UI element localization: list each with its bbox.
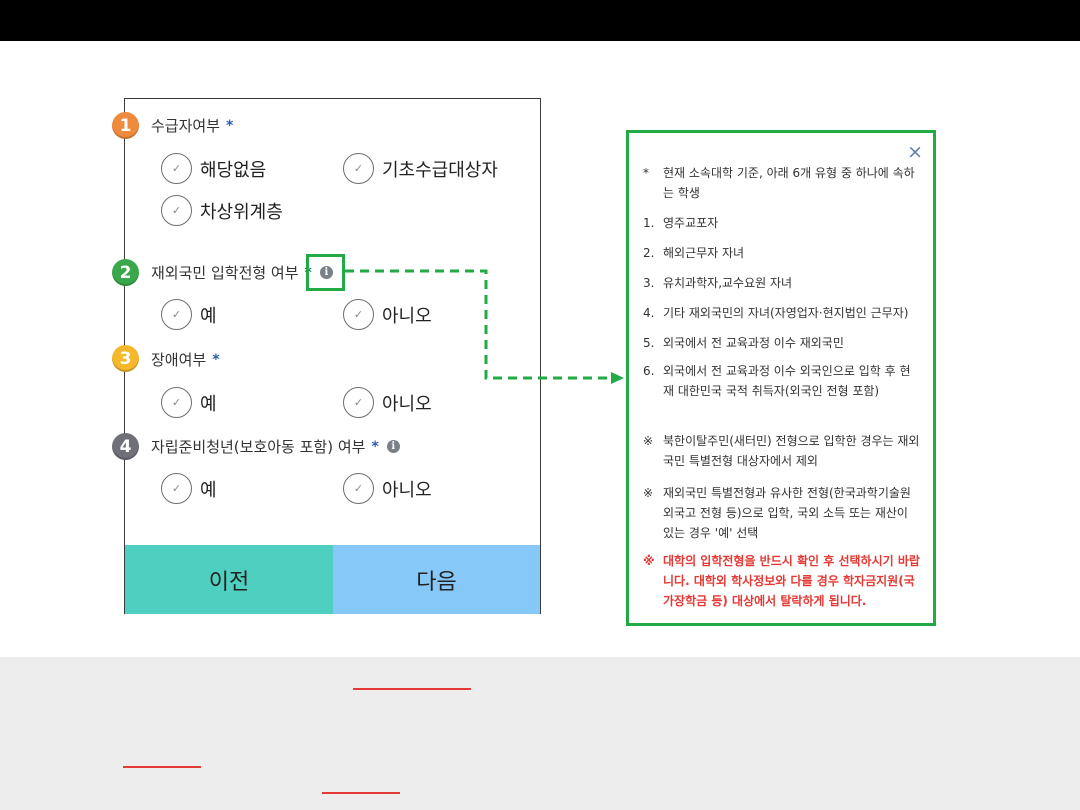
note-mark: 6. xyxy=(643,364,655,378)
info-note: * 현재 소속대학 기준, 아래 6개 유형 중 하나에 속하는 학생 xyxy=(643,163,921,203)
option-yes[interactable]: ✓ 예 xyxy=(161,473,217,504)
note-text: 대학의 입학전형을 반드시 확인 후 선택하시기 바랍니다. 대학외 학사정보와… xyxy=(663,554,920,608)
question-3-label: 장애여부 * xyxy=(151,349,220,370)
radio-check-icon[interactable]: ✓ xyxy=(343,473,374,504)
question-1-label: 수급자여부 * xyxy=(151,115,233,136)
question-1-badge: 1 xyxy=(112,112,139,139)
close-icon[interactable]: × xyxy=(907,141,923,163)
info-note: 1. 영주교포자 xyxy=(643,213,921,233)
option-none[interactable]: ✓ 해당없음 xyxy=(161,153,266,184)
radio-check-icon[interactable]: ✓ xyxy=(343,387,374,418)
note-text: 유치과학자,교수요원 자녀 xyxy=(663,276,793,290)
info-note: 4. 기타 재외국민의 자녀(자영업자·현지법인 근무자) xyxy=(643,303,921,323)
note-text: 외국에서 전 교육과정 이수 재외국민 xyxy=(663,336,844,350)
option-label: 해당없음 xyxy=(200,159,267,181)
note-mark: 2. xyxy=(643,246,655,260)
info-icon-highlight xyxy=(306,254,345,291)
option-label: 아니오 xyxy=(382,479,432,501)
info-note: ※ 북한이탈주민(새터민) 전형으로 입학한 경우는 재외국민 특별전형 대상자… xyxy=(643,431,921,471)
required-star: * xyxy=(212,351,220,368)
option-no[interactable]: ✓ 아니오 xyxy=(343,473,432,504)
info-warning: ※ 대학의 입학전형을 반드시 확인 후 선택하시기 바랍니다. 대학외 학사정… xyxy=(643,551,921,611)
required-star: * xyxy=(226,117,234,134)
question-2-badge: 2 xyxy=(112,259,139,286)
radio-check-icon[interactable]: ✓ xyxy=(161,473,192,504)
red-underline xyxy=(353,688,471,690)
info-popup: × * 현재 소속대학 기준, 아래 6개 유형 중 하나에 속하는 학생 1.… xyxy=(626,130,936,626)
question-2-text: 재외국민 입학전형 여부 xyxy=(151,264,299,282)
info-icon[interactable]: i xyxy=(386,440,400,453)
info-note: 2. 해외근무자 자녀 xyxy=(643,243,921,263)
prev-button[interactable]: 이전 xyxy=(125,545,333,614)
note-text: 기타 재외국민의 자녀(자영업자·현지법인 근무자) xyxy=(663,306,909,320)
required-star: * xyxy=(371,438,379,455)
question-4-label: 자립준비청년(보호아동 포함) 여부 * i xyxy=(151,436,400,457)
note-mark: ※ xyxy=(643,486,654,500)
option-label: 예 xyxy=(200,479,217,501)
radio-check-icon[interactable]: ✓ xyxy=(343,153,374,184)
radio-check-icon[interactable]: ✓ xyxy=(343,299,374,330)
note-mark: * xyxy=(643,166,649,180)
option-yes[interactable]: ✓ 예 xyxy=(161,299,217,330)
note-text: 재외국민 특별전형과 유사한 전형(한국과학기술원 외국고 전형 등)으로 입학… xyxy=(663,486,911,540)
option-yes[interactable]: ✓ 예 xyxy=(161,387,217,418)
note-text: 북한이탈주민(새터민) 전형으로 입학한 경우는 재외국민 특별전형 대상자에서… xyxy=(663,434,920,468)
note-text: 현재 소속대학 기준, 아래 6개 유형 중 하나에 속하는 학생 xyxy=(663,166,915,200)
question-4-text: 자립준비청년(보호아동 포함) 여부 xyxy=(151,438,366,456)
top-bar xyxy=(0,0,1080,41)
option-label: 차상위계층 xyxy=(200,201,283,223)
option-near-poverty[interactable]: ✓ 차상위계층 xyxy=(161,195,283,226)
option-label: 예 xyxy=(200,305,217,327)
question-4-badge: 4 xyxy=(112,433,139,460)
note-mark: 3. xyxy=(643,276,655,290)
radio-check-icon[interactable]: ✓ xyxy=(161,387,192,418)
option-label: 아니오 xyxy=(382,393,432,415)
note-mark: ※ xyxy=(643,434,654,448)
bottom-band xyxy=(0,657,1080,810)
option-no[interactable]: ✓ 아니오 xyxy=(343,299,432,330)
red-underline xyxy=(123,766,201,768)
option-label: 기초수급대상자 xyxy=(382,159,498,181)
next-button[interactable]: 다음 xyxy=(333,545,540,614)
info-note: 5. 외국에서 전 교육과정 이수 재외국민 xyxy=(643,333,921,353)
question-3-text: 장애여부 xyxy=(151,351,207,369)
radio-check-icon[interactable]: ✓ xyxy=(161,153,192,184)
radio-check-icon[interactable]: ✓ xyxy=(161,195,192,226)
option-label: 아니오 xyxy=(382,305,432,327)
question-1-text: 수급자여부 xyxy=(151,117,221,135)
note-text: 해외근무자 자녀 xyxy=(663,246,745,260)
option-basic-recipient[interactable]: ✓ 기초수급대상자 xyxy=(343,153,498,184)
radio-check-icon[interactable]: ✓ xyxy=(161,299,192,330)
note-text: 외국에서 전 교육과정 이수 외국인으로 입학 후 현재 대한민국 국적 취득자… xyxy=(663,364,911,398)
note-mark: ※ xyxy=(643,554,655,568)
note-mark: 5. xyxy=(643,336,655,350)
question-3-badge: 3 xyxy=(112,345,139,372)
form-panel: 1 수급자여부 * ✓ 해당없음 ✓ 기초수급대상자 ✓ 차상위계층 2 재외국… xyxy=(112,98,541,614)
info-note: ※ 재외국민 특별전형과 유사한 전형(한국과학기술원 외국고 전형 등)으로 … xyxy=(643,483,921,543)
note-mark: 1. xyxy=(643,216,655,230)
note-mark: 4. xyxy=(643,306,655,320)
option-no[interactable]: ✓ 아니오 xyxy=(343,387,432,418)
info-note: 6. 외국에서 전 교육과정 이수 외국인으로 입학 후 현재 대한민국 국적 … xyxy=(643,361,921,401)
info-note: 3. 유치과학자,교수요원 자녀 xyxy=(643,273,921,293)
info-icon[interactable]: i xyxy=(319,266,333,279)
red-underline xyxy=(322,792,400,794)
option-label: 예 xyxy=(200,393,217,415)
note-text: 영주교포자 xyxy=(663,216,719,230)
